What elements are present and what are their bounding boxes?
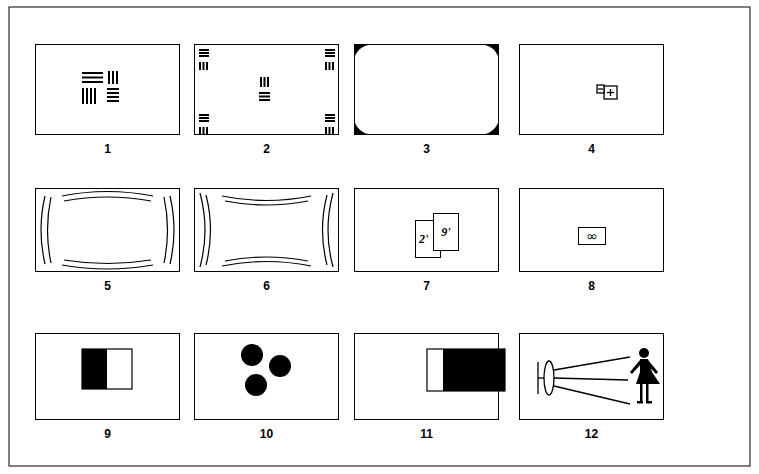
- panel-number: 12: [519, 427, 664, 441]
- bar-stroke: [107, 100, 119, 102]
- outer-border: [9, 7, 750, 466]
- panel-number: 3: [354, 142, 499, 156]
- bar-stroke: [206, 127, 208, 135]
- panel-frame: [194, 188, 339, 272]
- bar-stroke: [325, 120, 335, 122]
- bar-stroke: [332, 62, 334, 70]
- bar-stroke: [107, 96, 119, 98]
- bar-stroke: [108, 71, 110, 84]
- panel: 3: [354, 44, 499, 161]
- bar-stroke: [267, 77, 269, 87]
- bar-stroke: [264, 77, 266, 87]
- resolution-bars: [82, 50, 335, 135]
- panel-number: 7: [354, 279, 499, 293]
- panel-frame: [194, 333, 339, 420]
- panel: 12: [519, 333, 664, 446]
- box-label: ∞: [586, 228, 598, 244]
- bar-stroke: [112, 71, 114, 84]
- bar-stroke: [259, 96, 270, 98]
- bar-stroke: [325, 55, 335, 57]
- bar-stroke: [203, 62, 205, 70]
- panel-frame: [35, 188, 180, 272]
- bar-stroke: [260, 77, 262, 87]
- box-label: 9': [441, 225, 450, 240]
- panel-frame: [35, 44, 180, 135]
- panel: 10: [194, 333, 339, 446]
- bar-stroke: [82, 88, 84, 104]
- bar-stroke: [325, 117, 335, 119]
- panel: 7 2' 9': [354, 188, 499, 298]
- panel-number: 10: [194, 427, 339, 441]
- panel-number: 4: [519, 142, 664, 156]
- bar-stroke: [199, 120, 209, 122]
- panel-frame: [354, 333, 499, 420]
- projection-figure: [538, 357, 630, 404]
- bar-stroke: [199, 127, 201, 135]
- bar-stroke: [325, 62, 327, 70]
- exposure-block: [427, 349, 505, 391]
- bar-stroke: [82, 81, 103, 83]
- panel: 11: [354, 333, 499, 446]
- panel-frame: [194, 44, 339, 135]
- bar-stroke: [325, 52, 335, 54]
- panel: 4: [519, 44, 664, 161]
- bar-stroke: [329, 127, 331, 135]
- bar-stroke: [259, 92, 270, 94]
- bar-stroke: [107, 92, 119, 94]
- bar-stroke: [107, 88, 119, 90]
- bar-stroke: [90, 88, 92, 104]
- panel-frame: [519, 44, 664, 135]
- three-dots: [241, 344, 291, 396]
- bar-stroke: [199, 52, 209, 54]
- panel-frame: [35, 333, 180, 420]
- woman-silhouette: [630, 348, 660, 404]
- bar-stroke: [206, 62, 208, 70]
- barrel-distortion: [41, 192, 174, 270]
- bar-stroke: [325, 127, 327, 135]
- bar-stroke: [199, 117, 209, 119]
- corner-vignette: [355, 45, 498, 134]
- panel: 5: [35, 188, 180, 298]
- bar-stroke: [329, 62, 331, 70]
- inset-box: 9': [433, 213, 459, 251]
- contrast-square: [82, 349, 132, 389]
- focus-icon: [597, 85, 617, 99]
- panel: 8∞: [519, 188, 664, 298]
- bar-stroke: [199, 114, 209, 116]
- panel-number: 9: [35, 427, 180, 441]
- panel-number: 1: [35, 142, 180, 156]
- panel-number: 6: [194, 279, 339, 293]
- inset-box: ∞: [578, 227, 606, 245]
- panel-number: 5: [35, 279, 180, 293]
- panel-number: 2: [194, 142, 339, 156]
- panel-number: 8: [519, 279, 664, 293]
- bar-stroke: [199, 55, 209, 57]
- bar-stroke: [259, 99, 270, 101]
- box-label: 2': [419, 232, 428, 247]
- bar-stroke: [325, 114, 335, 116]
- bar-stroke: [82, 77, 103, 79]
- bar-stroke: [116, 71, 118, 84]
- bar-stroke: [82, 72, 103, 74]
- bar-stroke: [199, 62, 201, 70]
- bar-stroke: [325, 49, 335, 51]
- panel: 9: [35, 333, 180, 446]
- panel: 6: [194, 188, 339, 298]
- panel-number: 11: [354, 427, 499, 441]
- bar-stroke: [199, 49, 209, 51]
- bar-stroke: [332, 127, 334, 135]
- panel: 1: [35, 44, 180, 161]
- panel-frame: [519, 333, 664, 420]
- panel-frame: [354, 44, 499, 135]
- bar-stroke: [203, 127, 205, 135]
- panel: 2: [194, 44, 339, 161]
- bar-stroke: [94, 88, 96, 104]
- bar-stroke: [86, 88, 88, 104]
- pincushion-distortion: [200, 193, 333, 267]
